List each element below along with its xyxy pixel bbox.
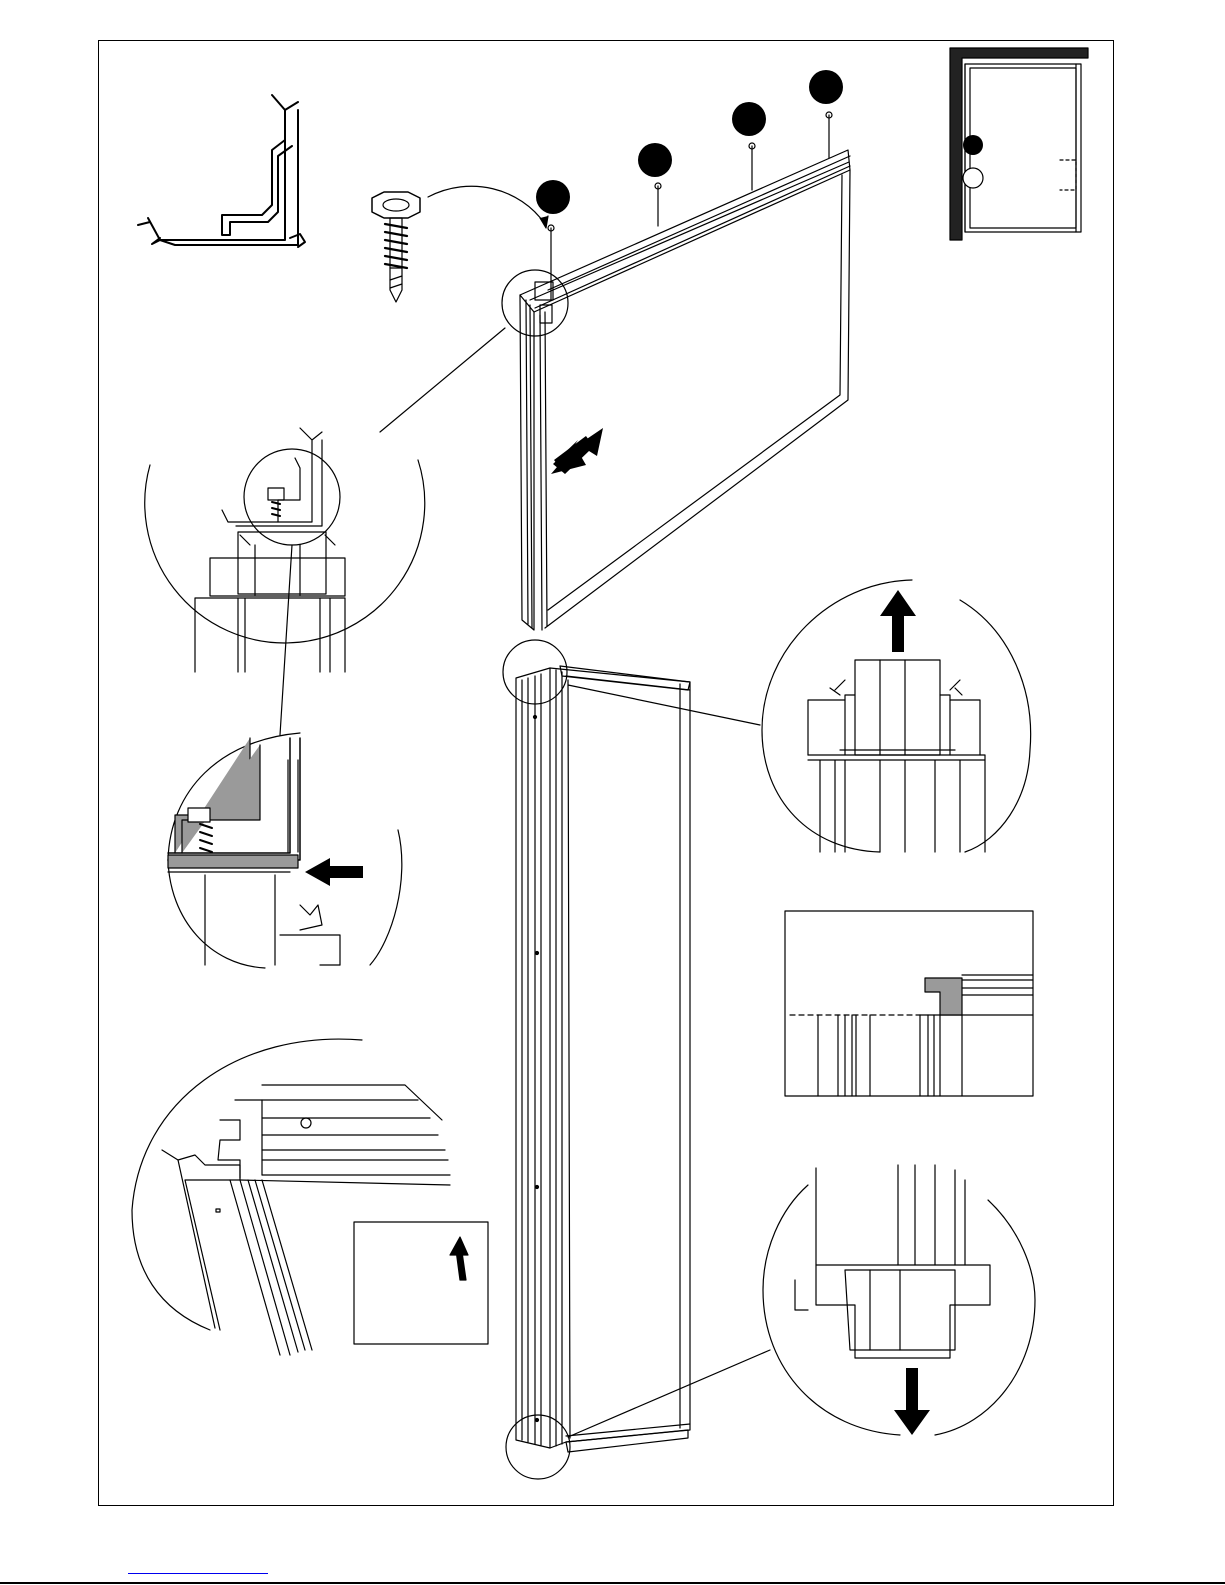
detail-view-6 bbox=[763, 1165, 1035, 1435]
callout-dot-icon bbox=[963, 135, 983, 155]
callout-dot-icon bbox=[963, 168, 983, 188]
callout-dot-icon bbox=[638, 143, 672, 177]
direction-arrow-icon bbox=[551, 428, 603, 474]
leader-line bbox=[568, 685, 760, 725]
callout-dot-icon bbox=[732, 102, 766, 136]
lower-panel bbox=[516, 666, 690, 1452]
detail-view-3 bbox=[132, 1039, 488, 1355]
detail-view-5 bbox=[785, 911, 1033, 1096]
profile-cross-section-icon bbox=[138, 95, 305, 247]
footer-link-underline[interactable] bbox=[128, 1573, 268, 1574]
mini-plan-view bbox=[950, 48, 1088, 240]
callout-dot-icon bbox=[809, 70, 843, 104]
detail-circle-bottom bbox=[506, 1415, 570, 1479]
leader-line bbox=[280, 545, 292, 735]
upper-panel bbox=[520, 150, 850, 630]
leader-line bbox=[380, 328, 505, 432]
direction-arrow-icon bbox=[880, 590, 916, 652]
callout-dot-icon bbox=[536, 180, 570, 214]
screws-on-rail bbox=[548, 112, 832, 300]
detail-circle-top bbox=[502, 270, 568, 336]
footer-rule bbox=[0, 1582, 1225, 1584]
screw-position-markers bbox=[536, 70, 843, 214]
detail-view-2 bbox=[168, 733, 402, 968]
direction-arrow-icon bbox=[305, 858, 363, 886]
detail-view-1 bbox=[145, 400, 425, 672]
leader-line bbox=[568, 1350, 770, 1437]
direction-arrow-icon bbox=[894, 1368, 930, 1435]
self-drilling-hex-screw-icon bbox=[372, 186, 548, 302]
